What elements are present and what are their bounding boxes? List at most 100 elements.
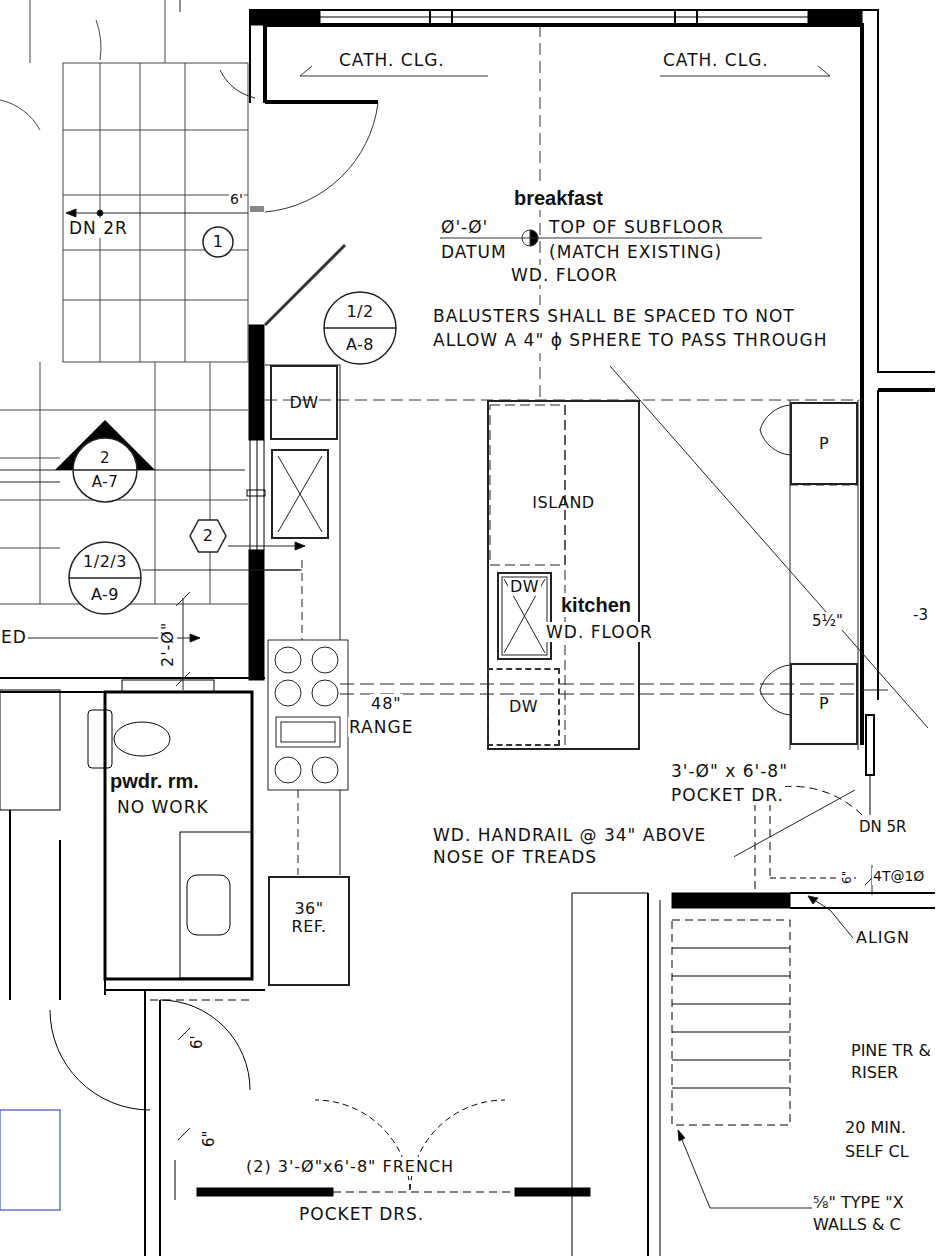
kitchen-fixtures-part <box>276 717 340 747</box>
powder-room-part <box>59 840 61 1000</box>
leaders-dimensions-part <box>678 1130 710 1208</box>
walls-part <box>247 490 265 496</box>
hexagon-outline <box>190 520 226 552</box>
plan-label: ALIGN <box>855 928 911 947</box>
powder-room-part <box>105 692 252 979</box>
plan-label: RANGE <box>348 717 414 737</box>
plan-label: CATH. CLG. <box>662 50 770 70</box>
ceiling-lines-part <box>818 66 830 76</box>
deck-grid-part <box>0 500 248 501</box>
deck-grid-part <box>155 362 156 604</box>
plan-label: WD. FLOOR <box>545 622 654 642</box>
deck-grid-part <box>0 100 40 130</box>
kitchen-fixtures-part <box>565 405 566 745</box>
stair-part <box>755 790 756 905</box>
callout-divider <box>324 327 396 329</box>
stair-part <box>672 1032 790 1033</box>
plan-label: 3'-Ø" x 6'-8" <box>670 761 789 781</box>
stair-part <box>672 976 790 977</box>
stair-part <box>790 907 935 909</box>
kitchen-fixtures-part <box>275 680 301 706</box>
leaders-dimensions-part <box>830 910 853 938</box>
callout-divider <box>69 577 141 579</box>
walls-part <box>808 10 862 25</box>
walls-part <box>250 10 935 372</box>
kitchen-fixtures-part <box>340 684 860 685</box>
powder-room-part <box>0 691 105 693</box>
stair-part <box>672 948 790 949</box>
powder-room-part <box>180 832 252 978</box>
kitchen-fixtures-part <box>312 680 338 706</box>
node-text: A-9 <box>91 586 119 604</box>
deck-grid-part <box>165 0 166 63</box>
plan-label: pwdr. rm. <box>109 769 200 793</box>
french-doors-part <box>175 1160 176 1200</box>
leaders-dimensions-part <box>66 209 76 217</box>
island-box: ISLANDDWDW <box>487 400 640 750</box>
leaders-dimensions-part <box>0 482 60 483</box>
french-doors-part <box>197 1188 333 1196</box>
stair-part <box>672 920 790 1125</box>
french-doors-part <box>315 1100 410 1190</box>
leaders-dimensions-part <box>178 1128 190 1140</box>
leaders-dimensions-part <box>183 598 184 690</box>
stair-part <box>790 892 935 894</box>
plan-label: POCKET DRS. <box>298 1204 425 1224</box>
kitchen-fixtures-part <box>281 722 335 742</box>
walls-part <box>265 17 862 18</box>
walls <box>247 10 935 815</box>
kitchen-fixtures-part <box>272 450 328 538</box>
leaders-dimensions-part <box>808 896 830 910</box>
plan-label: 6' <box>188 1034 206 1050</box>
deck-grid <box>0 0 248 604</box>
node-text: A-7 <box>92 473 118 491</box>
plan-label: WD. FLOOR <box>510 265 619 285</box>
deck-grid-part <box>40 362 41 604</box>
node-text: P <box>819 695 829 713</box>
callout-circle: 1 <box>202 226 234 258</box>
kitchen-fixtures-part <box>298 790 299 875</box>
leaders-dimensions-part <box>678 1130 685 1141</box>
dishwasher-box: DW <box>487 668 560 746</box>
keynote-hexagon: 2 <box>189 519 227 553</box>
plan-label: 20 MIN. SELF CL <box>844 1116 934 1164</box>
callout-circle-outline <box>324 292 396 364</box>
plan-label: (2) 3'-Ø"x6'-8" FRENCH <box>245 1157 455 1176</box>
stair-part <box>572 893 648 894</box>
deck-grid-part <box>63 195 248 196</box>
walls-part <box>249 325 264 440</box>
node-text: 2 <box>203 527 214 545</box>
plan-label: Ø'-Ø' <box>440 217 489 237</box>
leaders-dimensions-part <box>710 1208 812 1209</box>
plan-label: POCKET DR. <box>670 785 785 805</box>
powder-room-part <box>105 989 265 991</box>
door-swing-part <box>265 103 378 212</box>
detail-callout: 1/2A-8 <box>323 291 397 365</box>
walls-part <box>866 715 874 775</box>
walls-part <box>264 440 265 550</box>
kitchen-fixtures-part <box>268 640 348 790</box>
node-text: REF. <box>292 918 327 936</box>
walls-part <box>250 440 251 550</box>
node-text: 1 <box>213 233 224 251</box>
plan-label: ED <box>0 627 28 647</box>
powder-room-part <box>50 1010 150 1110</box>
door-swing-part <box>250 206 264 212</box>
plan-label: NO WORK <box>116 797 210 817</box>
callout-circle-outline <box>73 438 137 502</box>
x-mark <box>504 579 545 653</box>
ceiling-lines-part <box>300 76 488 77</box>
callout-divider <box>73 469 137 471</box>
ceiling-lines-part <box>660 76 830 77</box>
x-mark <box>504 579 545 653</box>
deck-grid-part <box>96 20 101 60</box>
leaders-dimensions-part <box>808 896 818 904</box>
walls-part <box>877 390 879 700</box>
leaders-dimensions-part <box>176 672 190 686</box>
kitchen-fixtures-part <box>275 647 301 673</box>
section-marker: 2A-7 <box>72 437 138 503</box>
walls-part <box>265 100 378 104</box>
powder-room-part <box>0 1110 60 1210</box>
plan-label: BALUSTERS SHALL BE SPACED TO NOT ALLOW A… <box>432 305 829 353</box>
